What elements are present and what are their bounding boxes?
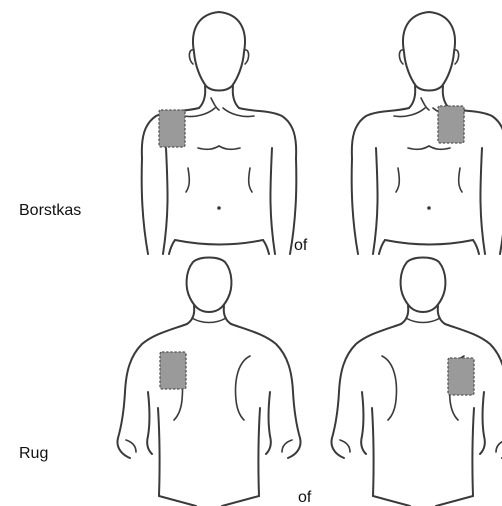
patch-back-1 bbox=[160, 352, 186, 389]
patch-back-2 bbox=[448, 358, 474, 395]
patch-front-1 bbox=[159, 110, 185, 147]
front-figure-1 bbox=[142, 12, 297, 254]
front-figure-2 bbox=[352, 12, 502, 254]
patch-front-2 bbox=[438, 106, 464, 143]
back-figure-1 bbox=[118, 258, 301, 506]
back-figure-2 bbox=[332, 258, 502, 506]
